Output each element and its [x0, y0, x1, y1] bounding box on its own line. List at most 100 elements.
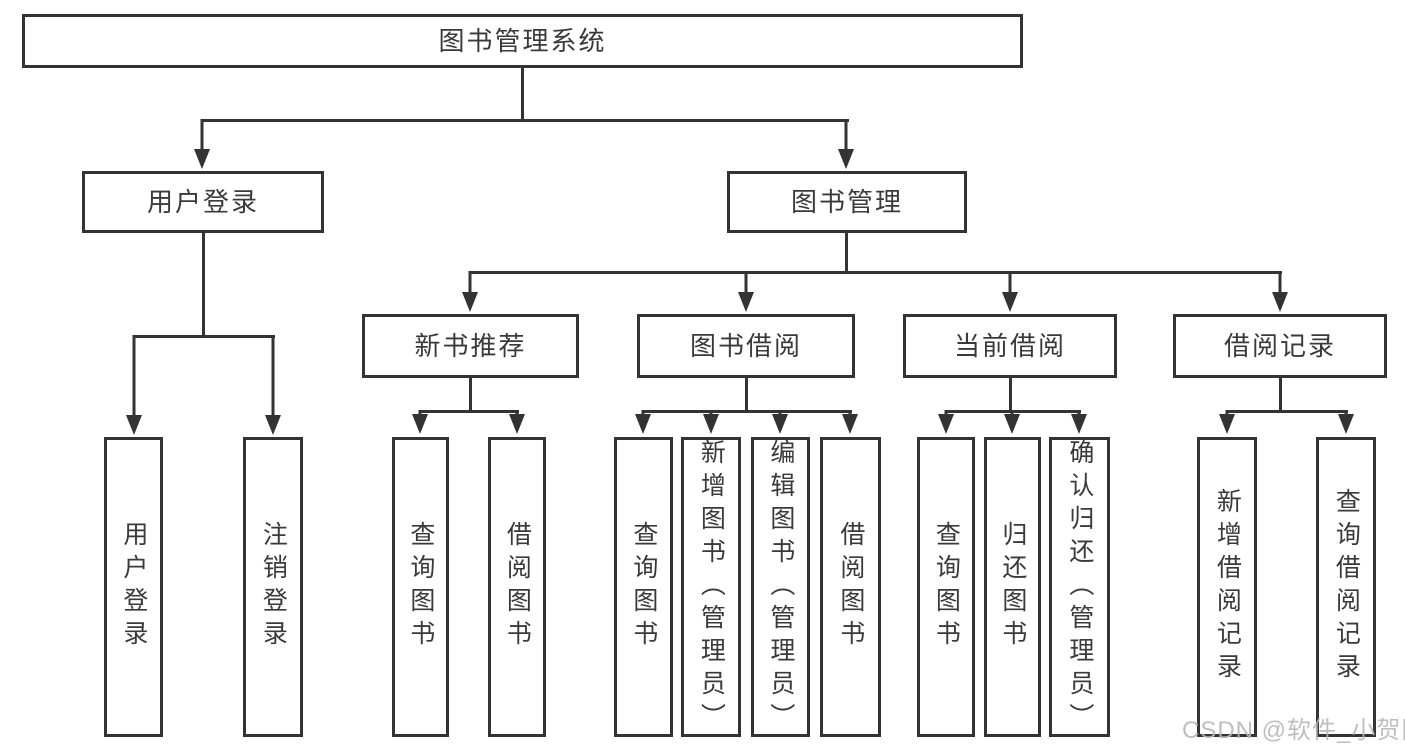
- arrow-stem: [778, 410, 782, 414]
- arrow-stem: [1010, 410, 1014, 414]
- node-leaf-add-borrow-record: 新增借阅记录: [1197, 437, 1257, 737]
- node-leaf-borrow-book-2-label: 借阅图书: [836, 521, 865, 653]
- connector-hline: [1225, 410, 1348, 413]
- node-leaf-confirm-return-label: 确认归还（管理员）: [1065, 438, 1094, 736]
- node-borrow-records: 借阅记录: [1173, 314, 1387, 378]
- arrow-stem: [844, 119, 848, 149]
- arrow-down-icon: [634, 410, 652, 434]
- node-current-borrow: 当前借阅: [903, 314, 1117, 378]
- arrow-stem: [1344, 410, 1348, 414]
- arrow-head: [265, 415, 281, 435]
- node-user-login-label: 用户登录: [146, 187, 259, 217]
- node-root-label: 图书管理系统: [438, 26, 607, 56]
- arrow-head: [938, 414, 954, 434]
- arrow-head: [412, 414, 428, 434]
- arrow-head: [838, 149, 854, 169]
- node-leaf-borrow-book-1: 借阅图书: [488, 437, 546, 737]
- arrow-down-icon: [837, 119, 855, 169]
- arrow-stem: [709, 410, 713, 414]
- arrow-head: [1002, 292, 1018, 312]
- arrow-down-icon: [125, 335, 143, 435]
- arrow-stem: [132, 335, 136, 415]
- arrow-stem: [1077, 410, 1081, 414]
- arrow-head: [194, 149, 210, 169]
- arrow-head: [1071, 414, 1087, 434]
- arrow-stem: [848, 410, 852, 414]
- arrow-head: [462, 292, 478, 312]
- arrow-down-icon: [737, 271, 755, 312]
- connector-hline: [418, 410, 519, 413]
- arrow-down-icon: [1001, 271, 1019, 312]
- node-leaf-query-borrow-record-label: 查询借阅记录: [1332, 488, 1361, 686]
- node-leaf-user-login-label: 用户登录: [119, 521, 148, 653]
- arrow-stem: [944, 410, 948, 414]
- node-leaf-query-book-2-label: 查询图书: [629, 521, 658, 653]
- arrow-down-icon: [1070, 410, 1088, 434]
- arrow-head: [1219, 414, 1235, 434]
- connector-vline: [1008, 376, 1012, 413]
- node-user-login: 用户登录: [82, 171, 324, 233]
- arrow-stem: [744, 271, 748, 292]
- node-leaf-add-book: 新增图书（管理员）: [681, 437, 741, 737]
- watermark: CSDN @软件_小贺同学: [1182, 717, 1405, 744]
- arrow-stem: [1278, 271, 1282, 292]
- arrow-down-icon: [937, 410, 955, 434]
- node-book-borrow-label: 图书借阅: [689, 331, 802, 361]
- arrow-down-icon: [1271, 271, 1289, 312]
- arrow-down-icon: [1218, 410, 1236, 434]
- arrow-down-icon: [702, 410, 720, 434]
- node-leaf-query-book-3-label: 查询图书: [932, 521, 961, 653]
- node-leaf-query-borrow-record: 查询借阅记录: [1316, 437, 1376, 737]
- arrow-head: [1338, 414, 1354, 434]
- arrow-stem: [271, 335, 275, 415]
- arrow-stem: [1225, 410, 1229, 414]
- node-leaf-query-book-3: 查询图书: [917, 437, 975, 737]
- connector-hline: [641, 410, 852, 413]
- node-leaf-borrow-book-1-label: 借阅图书: [503, 521, 532, 653]
- arrow-head: [1004, 414, 1020, 434]
- arrow-down-icon: [508, 410, 526, 434]
- connector-vline: [201, 231, 205, 338]
- node-leaf-query-book-1-label: 查询图书: [406, 521, 435, 653]
- arrow-head: [509, 414, 525, 434]
- node-leaf-edit-book-label: 编辑图书（管理员）: [766, 438, 795, 736]
- node-leaf-borrow-book-2: 借阅图书: [820, 437, 881, 737]
- arrow-head: [772, 414, 788, 434]
- arrow-head: [635, 414, 651, 434]
- arrow-down-icon: [264, 335, 282, 435]
- arrow-head: [1272, 292, 1288, 312]
- arrow-stem: [641, 410, 645, 414]
- connector-vline: [744, 376, 748, 413]
- node-new-book-recommend: 新书推荐: [362, 314, 579, 378]
- node-leaf-logout-label: 注销登录: [259, 521, 288, 653]
- node-current-borrow-label: 当前借阅: [953, 331, 1066, 361]
- node-book-management: 图书管理: [727, 171, 967, 233]
- arrow-stem: [1008, 271, 1012, 292]
- node-leaf-confirm-return: 确认归还（管理员）: [1049, 437, 1110, 737]
- node-leaf-edit-book: 编辑图书（管理员）: [751, 437, 810, 737]
- arrow-stem: [200, 119, 204, 149]
- node-leaf-query-book-1: 查询图书: [392, 437, 449, 737]
- node-leaf-add-book-label: 新增图书（管理员）: [697, 438, 726, 736]
- connector-hline: [468, 271, 1282, 274]
- node-leaf-logout: 注销登录: [243, 437, 303, 737]
- arrow-head: [738, 292, 754, 312]
- arrow-stem: [418, 410, 422, 414]
- arrow-stem: [515, 410, 519, 414]
- node-leaf-user-login: 用户登录: [104, 437, 163, 737]
- node-leaf-return-book: 归还图书: [984, 437, 1041, 737]
- arrow-head: [126, 415, 142, 435]
- node-book-management-label: 图书管理: [790, 187, 903, 217]
- node-leaf-add-borrow-record-label: 新增借阅记录: [1213, 488, 1242, 686]
- connector-vline: [468, 376, 472, 413]
- node-borrow-records-label: 借阅记录: [1223, 331, 1336, 361]
- arrow-down-icon: [193, 119, 211, 169]
- arrow-down-icon: [1003, 410, 1021, 434]
- connector-hline: [132, 335, 275, 338]
- connector-vline: [520, 66, 524, 122]
- connector-hline: [200, 119, 849, 122]
- arrow-head: [842, 414, 858, 434]
- arrow-head: [703, 414, 719, 434]
- arrow-down-icon: [841, 410, 859, 434]
